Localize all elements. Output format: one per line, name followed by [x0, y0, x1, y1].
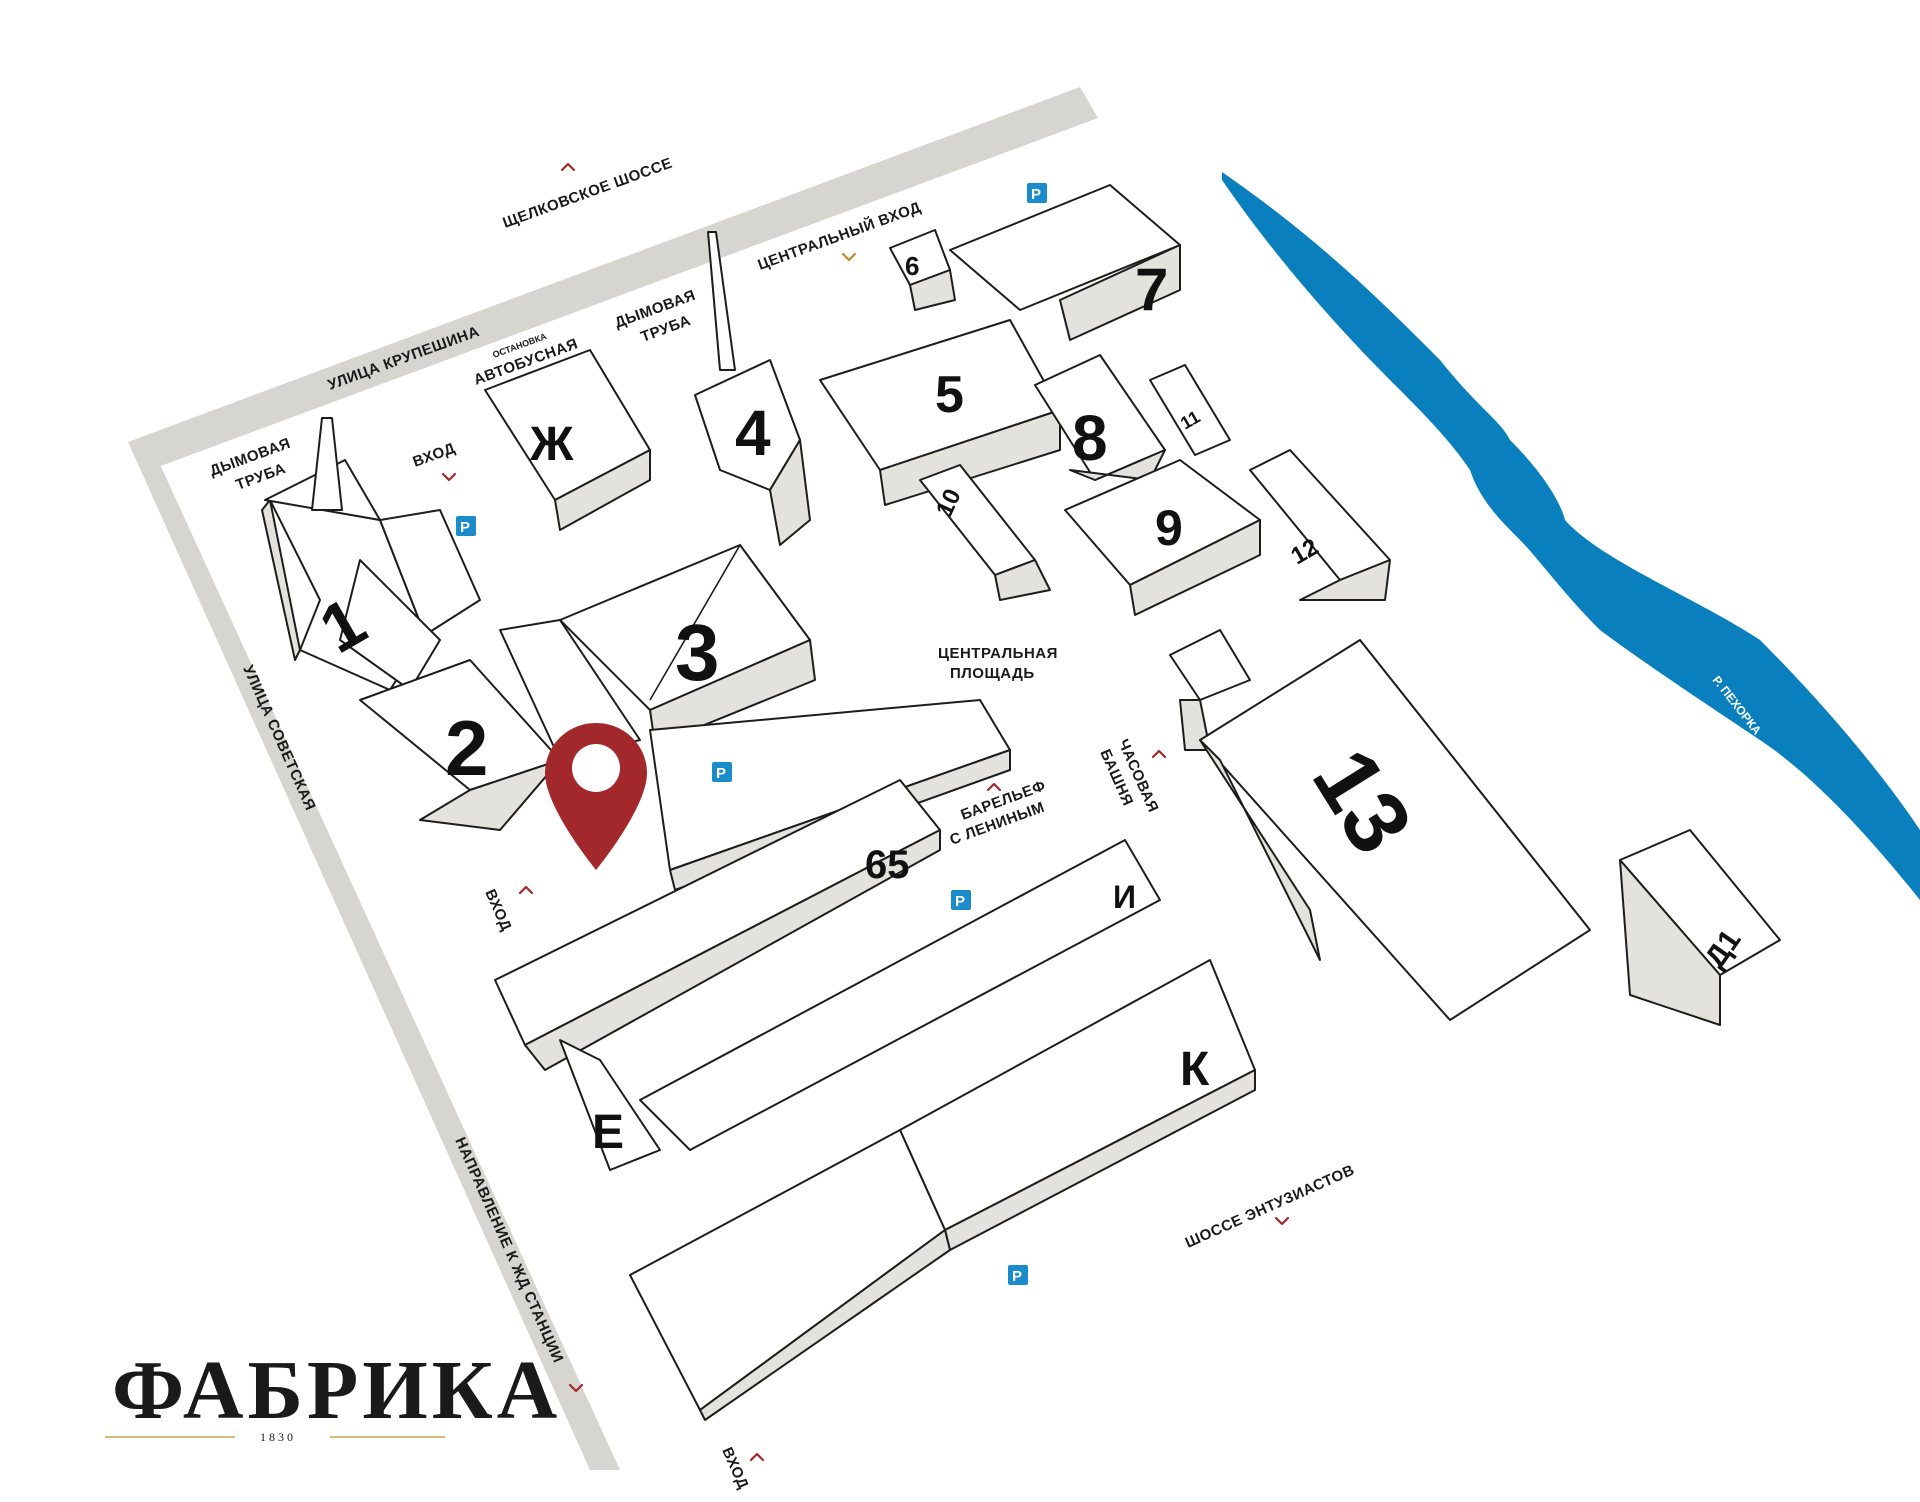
building-13[interactable]: [1199, 638, 1591, 1021]
svg-text:P: P: [716, 765, 726, 782]
svg-text:P: P: [460, 519, 470, 536]
chevron-icon: [1274, 1216, 1290, 1226]
label-9: 9: [1155, 500, 1183, 556]
logo: ФАБРИКА 1830: [105, 1344, 561, 1444]
label-7: 7: [1135, 256, 1168, 323]
label-6: 6: [905, 251, 919, 281]
logo-year: 1830: [260, 1430, 296, 1444]
central-square-label-2: ПЛОЩАДЬ: [950, 665, 1035, 682]
parking-icon[interactable]: P: [1027, 183, 1047, 203]
road-west: [128, 442, 620, 1470]
river-pekhorka: [1222, 172, 1920, 900]
label-k: К: [1180, 1043, 1210, 1096]
chevron-icon: [568, 1383, 584, 1393]
parking-icon[interactable]: P: [456, 516, 476, 536]
building-6[interactable]: [889, 229, 956, 311]
label-65: 65: [865, 843, 910, 887]
roads: [128, 87, 1098, 1470]
entrance-bottom-label: ВХОД: [718, 1445, 751, 1492]
buildings: [261, 184, 1781, 1421]
clock-tower[interactable]: [1169, 629, 1251, 751]
svg-text:P: P: [955, 893, 965, 910]
building-7[interactable]: [949, 184, 1181, 341]
building-d1[interactable]: [1619, 829, 1781, 1026]
label-i: И: [1113, 879, 1136, 915]
chevron-icon: [518, 885, 534, 895]
map-pin-icon[interactable]: [545, 723, 647, 870]
building-4[interactable]: [694, 359, 811, 546]
central-square-label: ЦЕНТРАЛЬНАЯ: [938, 645, 1058, 662]
parking-icon[interactable]: P: [712, 762, 732, 782]
parking-icon[interactable]: P: [951, 890, 971, 910]
label-e: Е: [592, 1106, 624, 1159]
building-8[interactable]: [1034, 354, 1166, 481]
parking-icon[interactable]: P: [1008, 1265, 1028, 1285]
chimney-center: [707, 231, 736, 371]
direction-chevrons: [441, 162, 1290, 1462]
building-10[interactable]: [919, 464, 1051, 601]
chevron-icon: [560, 162, 576, 172]
street-entuziastov: ШОССЕ ЭНТУЗИАСТОВ: [1183, 1162, 1358, 1252]
chevron-icon: [841, 252, 857, 262]
label-4: 4: [735, 397, 771, 469]
building-11[interactable]: [1149, 364, 1231, 456]
street-rail-direction: НАПРАВЛЕНИЕ К ЖД СТАНЦИИ: [451, 1135, 566, 1366]
building-e[interactable]: [494, 779, 941, 1171]
chevron-icon: [986, 782, 1002, 792]
building-i[interactable]: [639, 839, 1161, 1151]
building-bottom-long[interactable]: [629, 1129, 951, 1421]
chevron-icon: [441, 472, 457, 482]
building-12[interactable]: [1249, 449, 1391, 601]
entrance-top-label: ВХОД: [411, 440, 458, 471]
road-north: [128, 87, 1098, 470]
label-5: 5: [935, 366, 964, 424]
entrance-left-label: ВХОД: [481, 887, 514, 934]
building-zh[interactable]: [484, 349, 651, 531]
building-3[interactable]: [559, 543, 816, 746]
label-3: 3: [675, 608, 720, 697]
building-1[interactable]: [261, 459, 481, 691]
parking-icons: P P P P P: [456, 183, 1047, 1285]
chevron-icon: [1151, 749, 1167, 759]
street-schelkovskoe: ЩЕЛКОВСКОЕ ШОССЕ: [501, 155, 675, 232]
building-k[interactable]: [899, 959, 1256, 1251]
svg-text:P: P: [1012, 1268, 1022, 1285]
street-krupeshina: УЛИЦА КРУПЕШИНА: [326, 323, 482, 394]
building-9[interactable]: [1064, 459, 1261, 616]
label-zh: Ж: [529, 418, 574, 471]
label-2: 2: [445, 704, 488, 792]
street-sovetskaya: УЛИЦА СОВЕТСКАЯ: [239, 663, 318, 814]
label-8: 8: [1072, 402, 1108, 474]
chevron-icon: [749, 1452, 765, 1462]
logo-name: ФАБРИКА: [112, 1344, 561, 1437]
svg-text:P: P: [1031, 186, 1041, 203]
chimney-left: [311, 417, 343, 511]
